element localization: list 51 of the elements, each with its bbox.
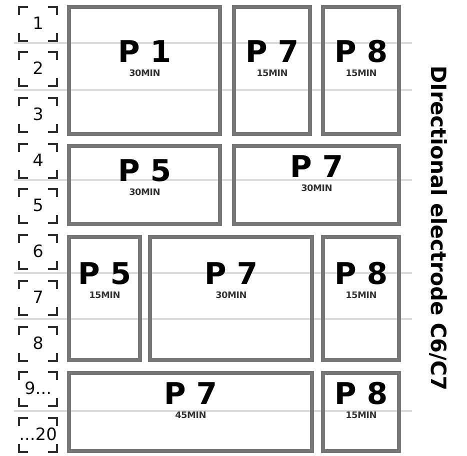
duration-label: 15MIN bbox=[89, 291, 120, 301]
row-bracket bbox=[18, 280, 58, 316]
row-bracket bbox=[18, 234, 58, 270]
row-number: 5 bbox=[32, 196, 44, 216]
row-number: 9... bbox=[24, 379, 52, 399]
block-label: P 8 bbox=[334, 259, 388, 291]
duration-label: 45MIN bbox=[175, 411, 206, 421]
duration-label: 15MIN bbox=[346, 291, 376, 301]
block-label: P 5 bbox=[78, 259, 132, 291]
row-number: 6 bbox=[32, 242, 44, 262]
row-bracket bbox=[18, 326, 58, 362]
row-number: 7 bbox=[32, 288, 44, 308]
block-label: P 7 bbox=[245, 37, 299, 69]
duration-label: 30MIN bbox=[216, 291, 246, 301]
duration-label: 15MIN bbox=[256, 69, 288, 79]
duration-label: 30MIN bbox=[129, 188, 160, 198]
block-box bbox=[321, 5, 401, 136]
row-bracket bbox=[18, 51, 58, 87]
duration-label: 30MIN bbox=[129, 69, 160, 79]
duration-label: 15MIN bbox=[346, 411, 376, 421]
block-label: P 8 bbox=[334, 37, 388, 69]
row-bracket bbox=[18, 371, 58, 407]
row-bracket bbox=[18, 97, 58, 133]
duration-label: 30MIN bbox=[301, 184, 332, 194]
block-box bbox=[148, 235, 314, 362]
title: DIrectional electrode C6/C7 bbox=[426, 66, 450, 390]
block-label: P 7 bbox=[204, 259, 258, 291]
block-label: P 5 bbox=[118, 156, 172, 188]
block-label: P 7 bbox=[290, 152, 344, 184]
block-label: P 8 bbox=[334, 379, 388, 411]
block-box bbox=[67, 5, 222, 136]
row-bracket bbox=[18, 188, 58, 224]
block-box bbox=[232, 5, 312, 136]
block-box bbox=[232, 144, 401, 226]
row-number: ...20 bbox=[19, 425, 57, 445]
row-bracket bbox=[18, 6, 58, 42]
block-box bbox=[67, 144, 222, 226]
row-number: 8 bbox=[32, 334, 44, 354]
duration-label: 15MIN bbox=[346, 69, 376, 79]
block-box bbox=[67, 371, 314, 453]
block-box bbox=[321, 235, 401, 362]
row-number: 4 bbox=[32, 151, 44, 171]
block-box bbox=[67, 235, 142, 362]
row-number: 3 bbox=[32, 105, 44, 125]
block-label: P 1 bbox=[118, 37, 172, 69]
block-label: P 7 bbox=[164, 379, 218, 411]
row-bracket bbox=[18, 417, 58, 453]
block-box bbox=[321, 371, 401, 453]
row-bracket bbox=[18, 143, 58, 179]
row-number: 1 bbox=[32, 14, 44, 34]
row-number: 2 bbox=[32, 59, 44, 79]
